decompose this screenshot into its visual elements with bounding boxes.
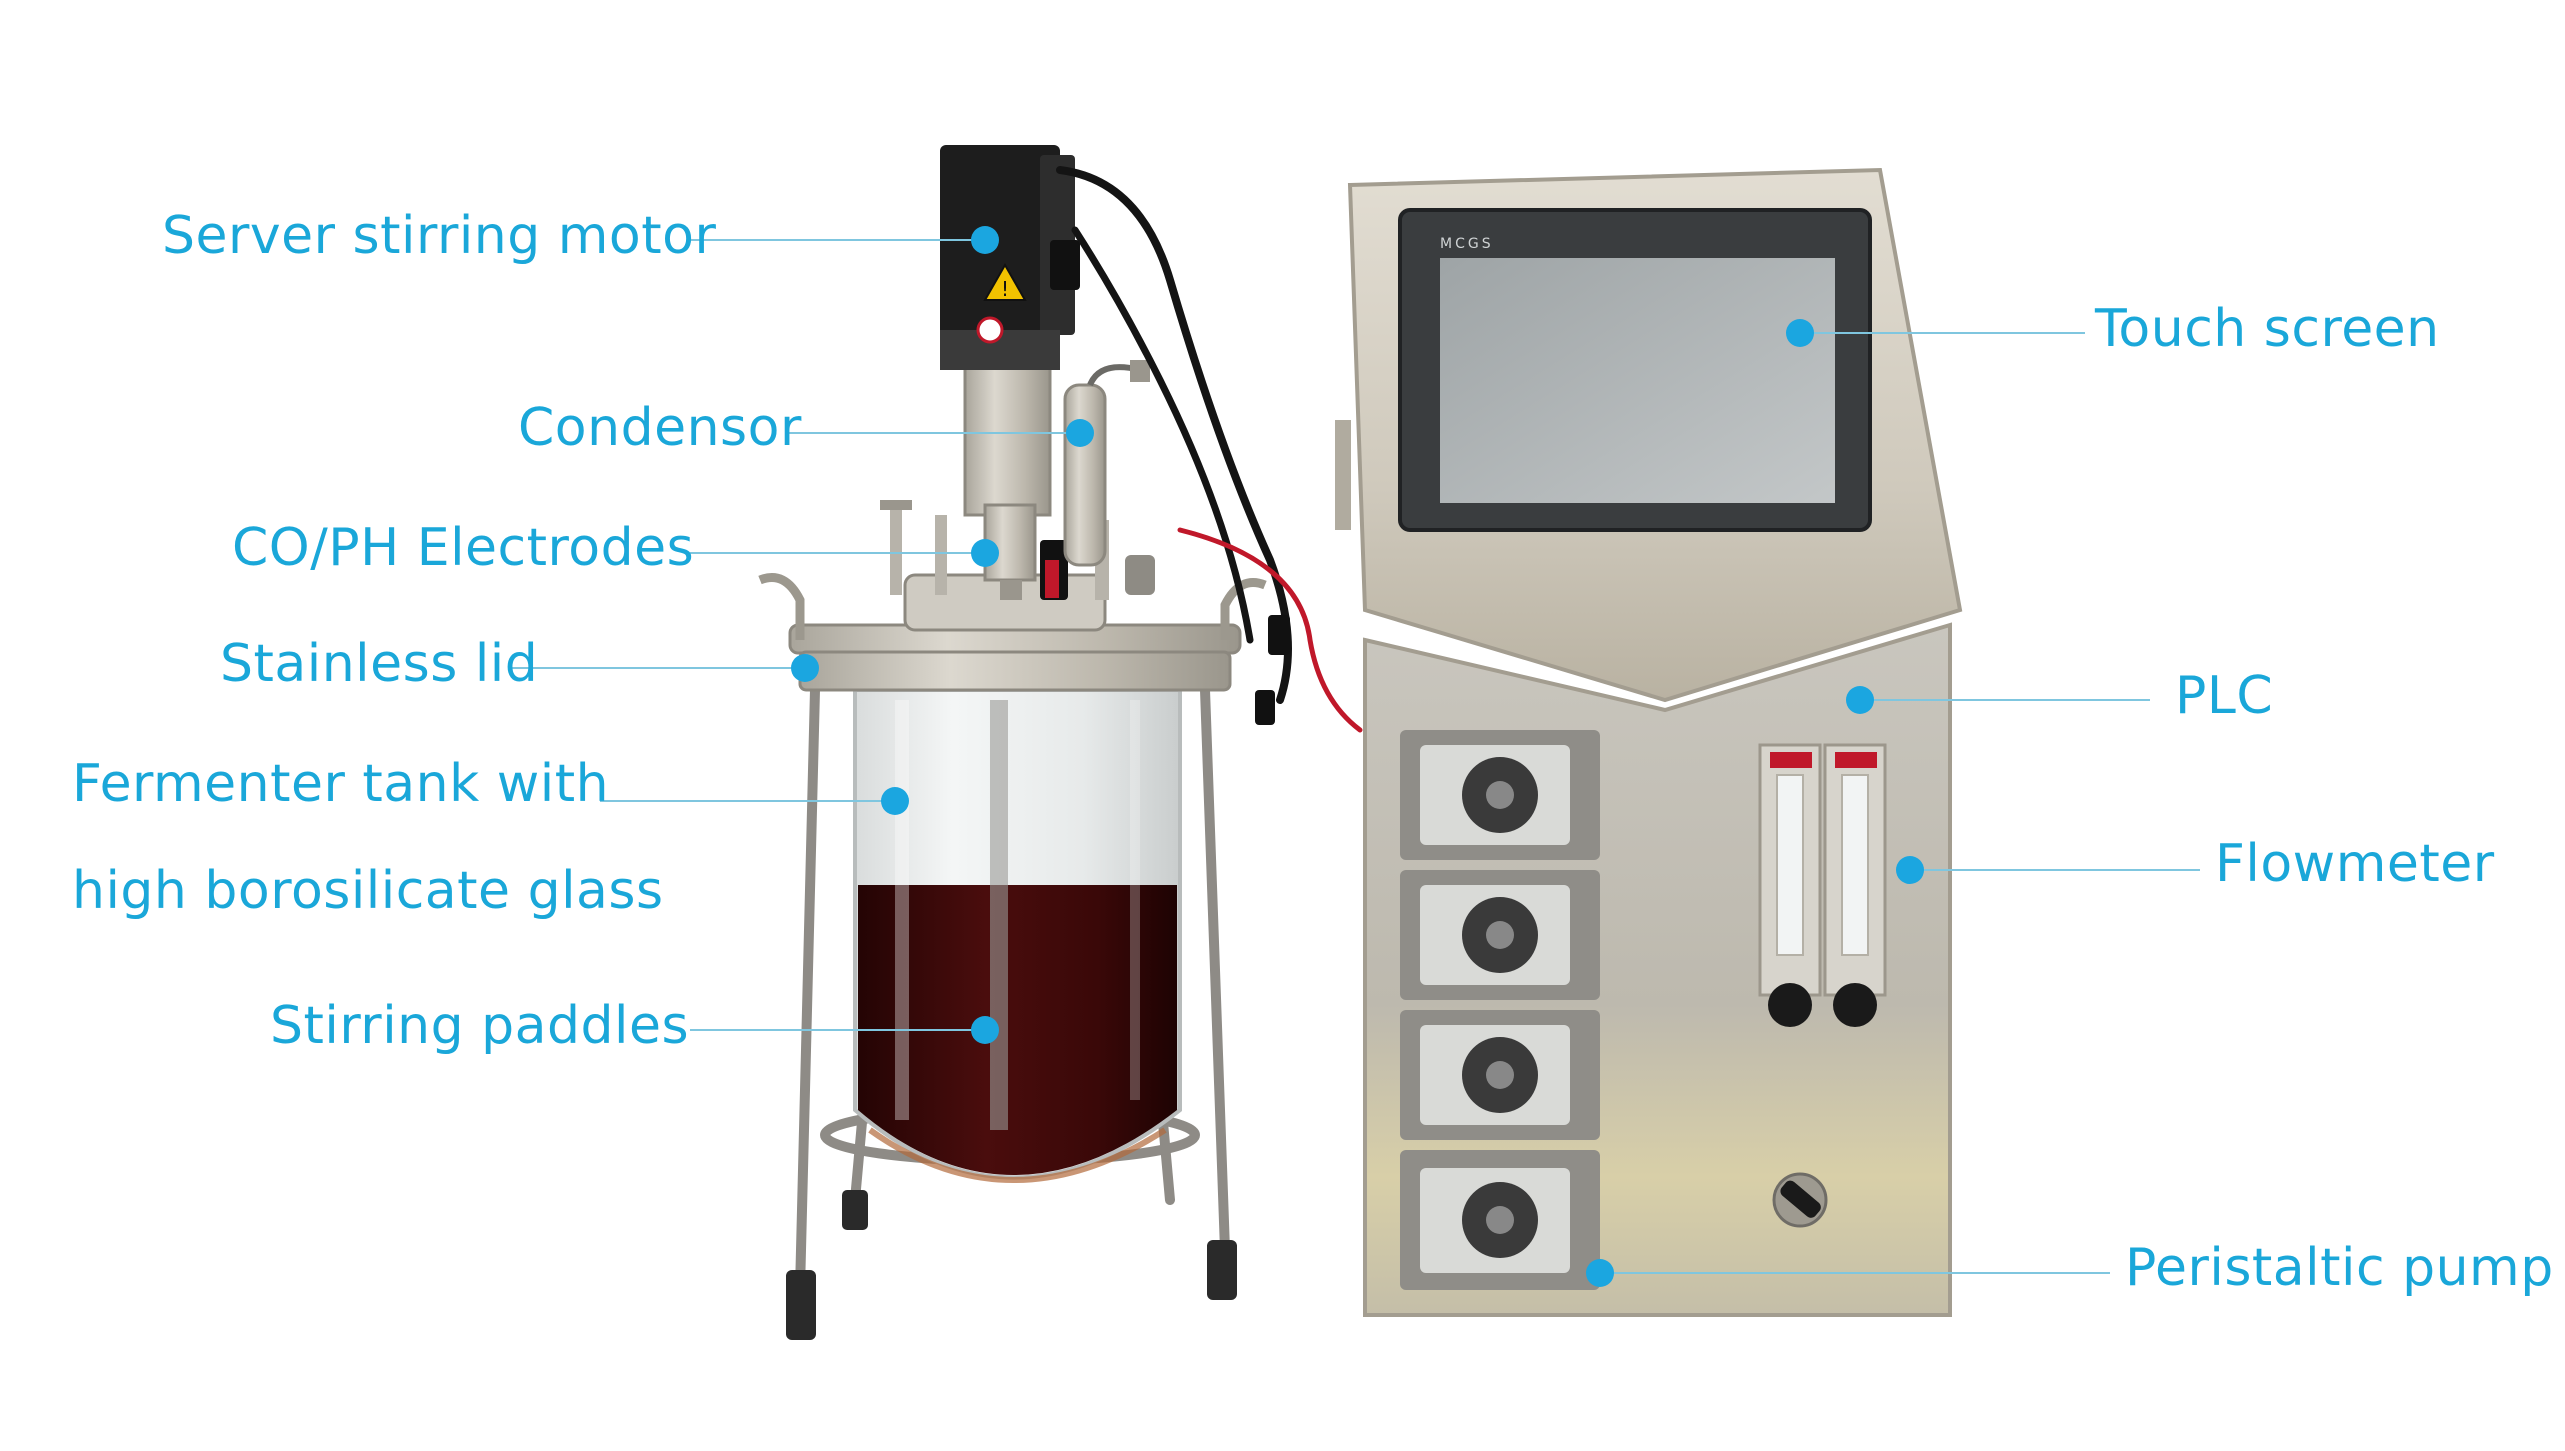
- rubber-foot: [842, 1190, 868, 1230]
- label-flowmeter: Flowmeter: [2215, 834, 2495, 894]
- pump-unit: [1400, 870, 1600, 1000]
- dot-flowmeter: [1896, 856, 1924, 884]
- peristaltic-pumps: [1400, 730, 1600, 1290]
- pump-unit: [1400, 1010, 1600, 1140]
- label-tank-line1: Fermenter tank with: [72, 754, 610, 814]
- motor-cables: [1056, 166, 1363, 733]
- flow-knob: [1768, 983, 1812, 1027]
- leader-lines: [510, 239, 2200, 1274]
- label-touch-screen: Touch screen: [2095, 299, 2440, 359]
- fermentation-broth: [858, 885, 1177, 1175]
- flow-knob: [1833, 983, 1877, 1027]
- pump-unit: [1400, 730, 1600, 860]
- prohibition-sticker-icon: [976, 316, 1004, 344]
- label-pump: Peristaltic pump: [2125, 1238, 2554, 1298]
- dot-lid: [791, 654, 819, 682]
- label-tank-line2: high borosilicate glass: [72, 861, 664, 921]
- warning-triangle-icon: !: [983, 262, 1027, 301]
- fermenter-assembly: !: [758, 145, 1363, 1340]
- dot-pump: [1586, 1259, 1614, 1287]
- rotary-switch: [1772, 1172, 1828, 1228]
- rubber-foot: [1207, 1240, 1237, 1300]
- label-condensor: Condensor: [518, 398, 802, 458]
- rubber-foot: [786, 1270, 816, 1340]
- dot-electrodes: [971, 539, 999, 567]
- dot-tank: [881, 787, 909, 815]
- dot-touch-screen: [1786, 319, 1814, 347]
- motor-shaft: [963, 363, 1052, 600]
- flowmeters: [1758, 743, 1887, 1027]
- dot-paddles: [971, 1016, 999, 1044]
- label-plc: PLC: [2175, 666, 2274, 726]
- screen-brand-label: MCGS: [1440, 236, 1494, 252]
- callout-dots: [791, 226, 1924, 1287]
- label-paddles: Stirring paddles: [270, 996, 690, 1056]
- label-motor: Server stirring motor: [162, 206, 717, 266]
- dot-motor: [971, 226, 999, 254]
- pump-unit: [1400, 1150, 1600, 1290]
- dot-plc: [1846, 686, 1874, 714]
- servo-motor: !: [940, 145, 1080, 370]
- stainless-lid: [758, 573, 1267, 692]
- control-cabinet: MCGS: [1335, 167, 1963, 1317]
- svg-text:!: !: [1001, 277, 1009, 301]
- label-electrodes: CO/PH Electrodes: [232, 518, 695, 578]
- dot-condensor: [1066, 419, 1094, 447]
- glass-vessel: [853, 688, 1182, 1183]
- touch-screen: MCGS: [1398, 208, 1872, 532]
- label-lid: Stainless lid: [220, 634, 539, 694]
